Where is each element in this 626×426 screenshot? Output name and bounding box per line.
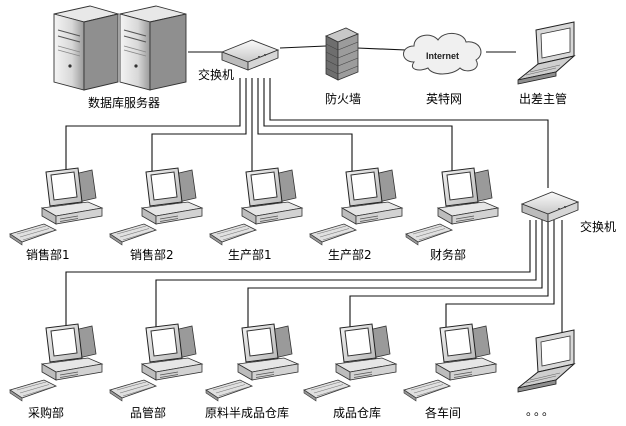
link-firewall-internet [356,47,407,51]
switch-right-icon [521,191,579,223]
link-finance [263,78,453,176]
pc-sales1-icon [9,167,103,246]
label-production1: 生产部1 [228,248,272,262]
link-quality [155,220,537,330]
right-switch-links [65,220,563,340]
label-workshops: 各车间 [425,406,462,420]
laptop-top-icon [517,21,575,85]
label-travel-manager: 出差主管 [519,92,568,106]
internet-cloud-icon: Internet [403,33,482,75]
link-warehouse-product [349,220,549,330]
label-warehouse-product: 成品仓库 [333,406,382,420]
pc-finance-icon [405,167,499,246]
label-db-server: 数据库服务器 [88,96,161,110]
link-sales2 [151,78,247,176]
database-server-icon [53,5,187,91]
label-internet: 英特网 [426,92,463,106]
pc-sales2-icon [109,167,203,246]
link-switch-firewall [279,45,327,49]
pc-workshops-icon [403,323,497,402]
pc-production2-icon [309,167,403,246]
internet-cloud-text: Internet [426,51,459,61]
pc-quality-icon [109,323,203,402]
link-workshops [445,220,555,330]
pc-warehouse-raw-icon [205,323,299,402]
label-purchasing: 采购部 [28,406,65,420]
label-switch-top: 交换机 [198,68,235,82]
label-firewall: 防火墙 [325,92,362,106]
label-production2: 生产部2 [328,248,372,262]
firewall-icon [325,27,359,81]
link-purchasing [65,220,531,330]
label-quality: 品管部 [130,406,167,420]
switch-top-icon [221,39,279,71]
label-switch-right: 交换机 [580,220,617,234]
laptop-bottom-icon [517,329,575,393]
link-production2 [257,78,353,176]
pc-purchasing-icon [9,323,103,402]
pc-production1-icon [209,167,303,246]
label-finance: 财务部 [430,248,467,262]
link-warehouse-raw [247,220,543,330]
label-warehouse-raw: 原料半成品仓库 [205,406,290,420]
link-sales1 [65,78,241,176]
top-switch-links [65,45,549,188]
link-switch-switch [269,78,549,188]
label-more: 。。。 [526,404,557,418]
pc-warehouse-product-icon [303,323,397,402]
label-sales2: 销售部2 [130,248,174,262]
label-sales1: 销售部1 [26,248,70,262]
